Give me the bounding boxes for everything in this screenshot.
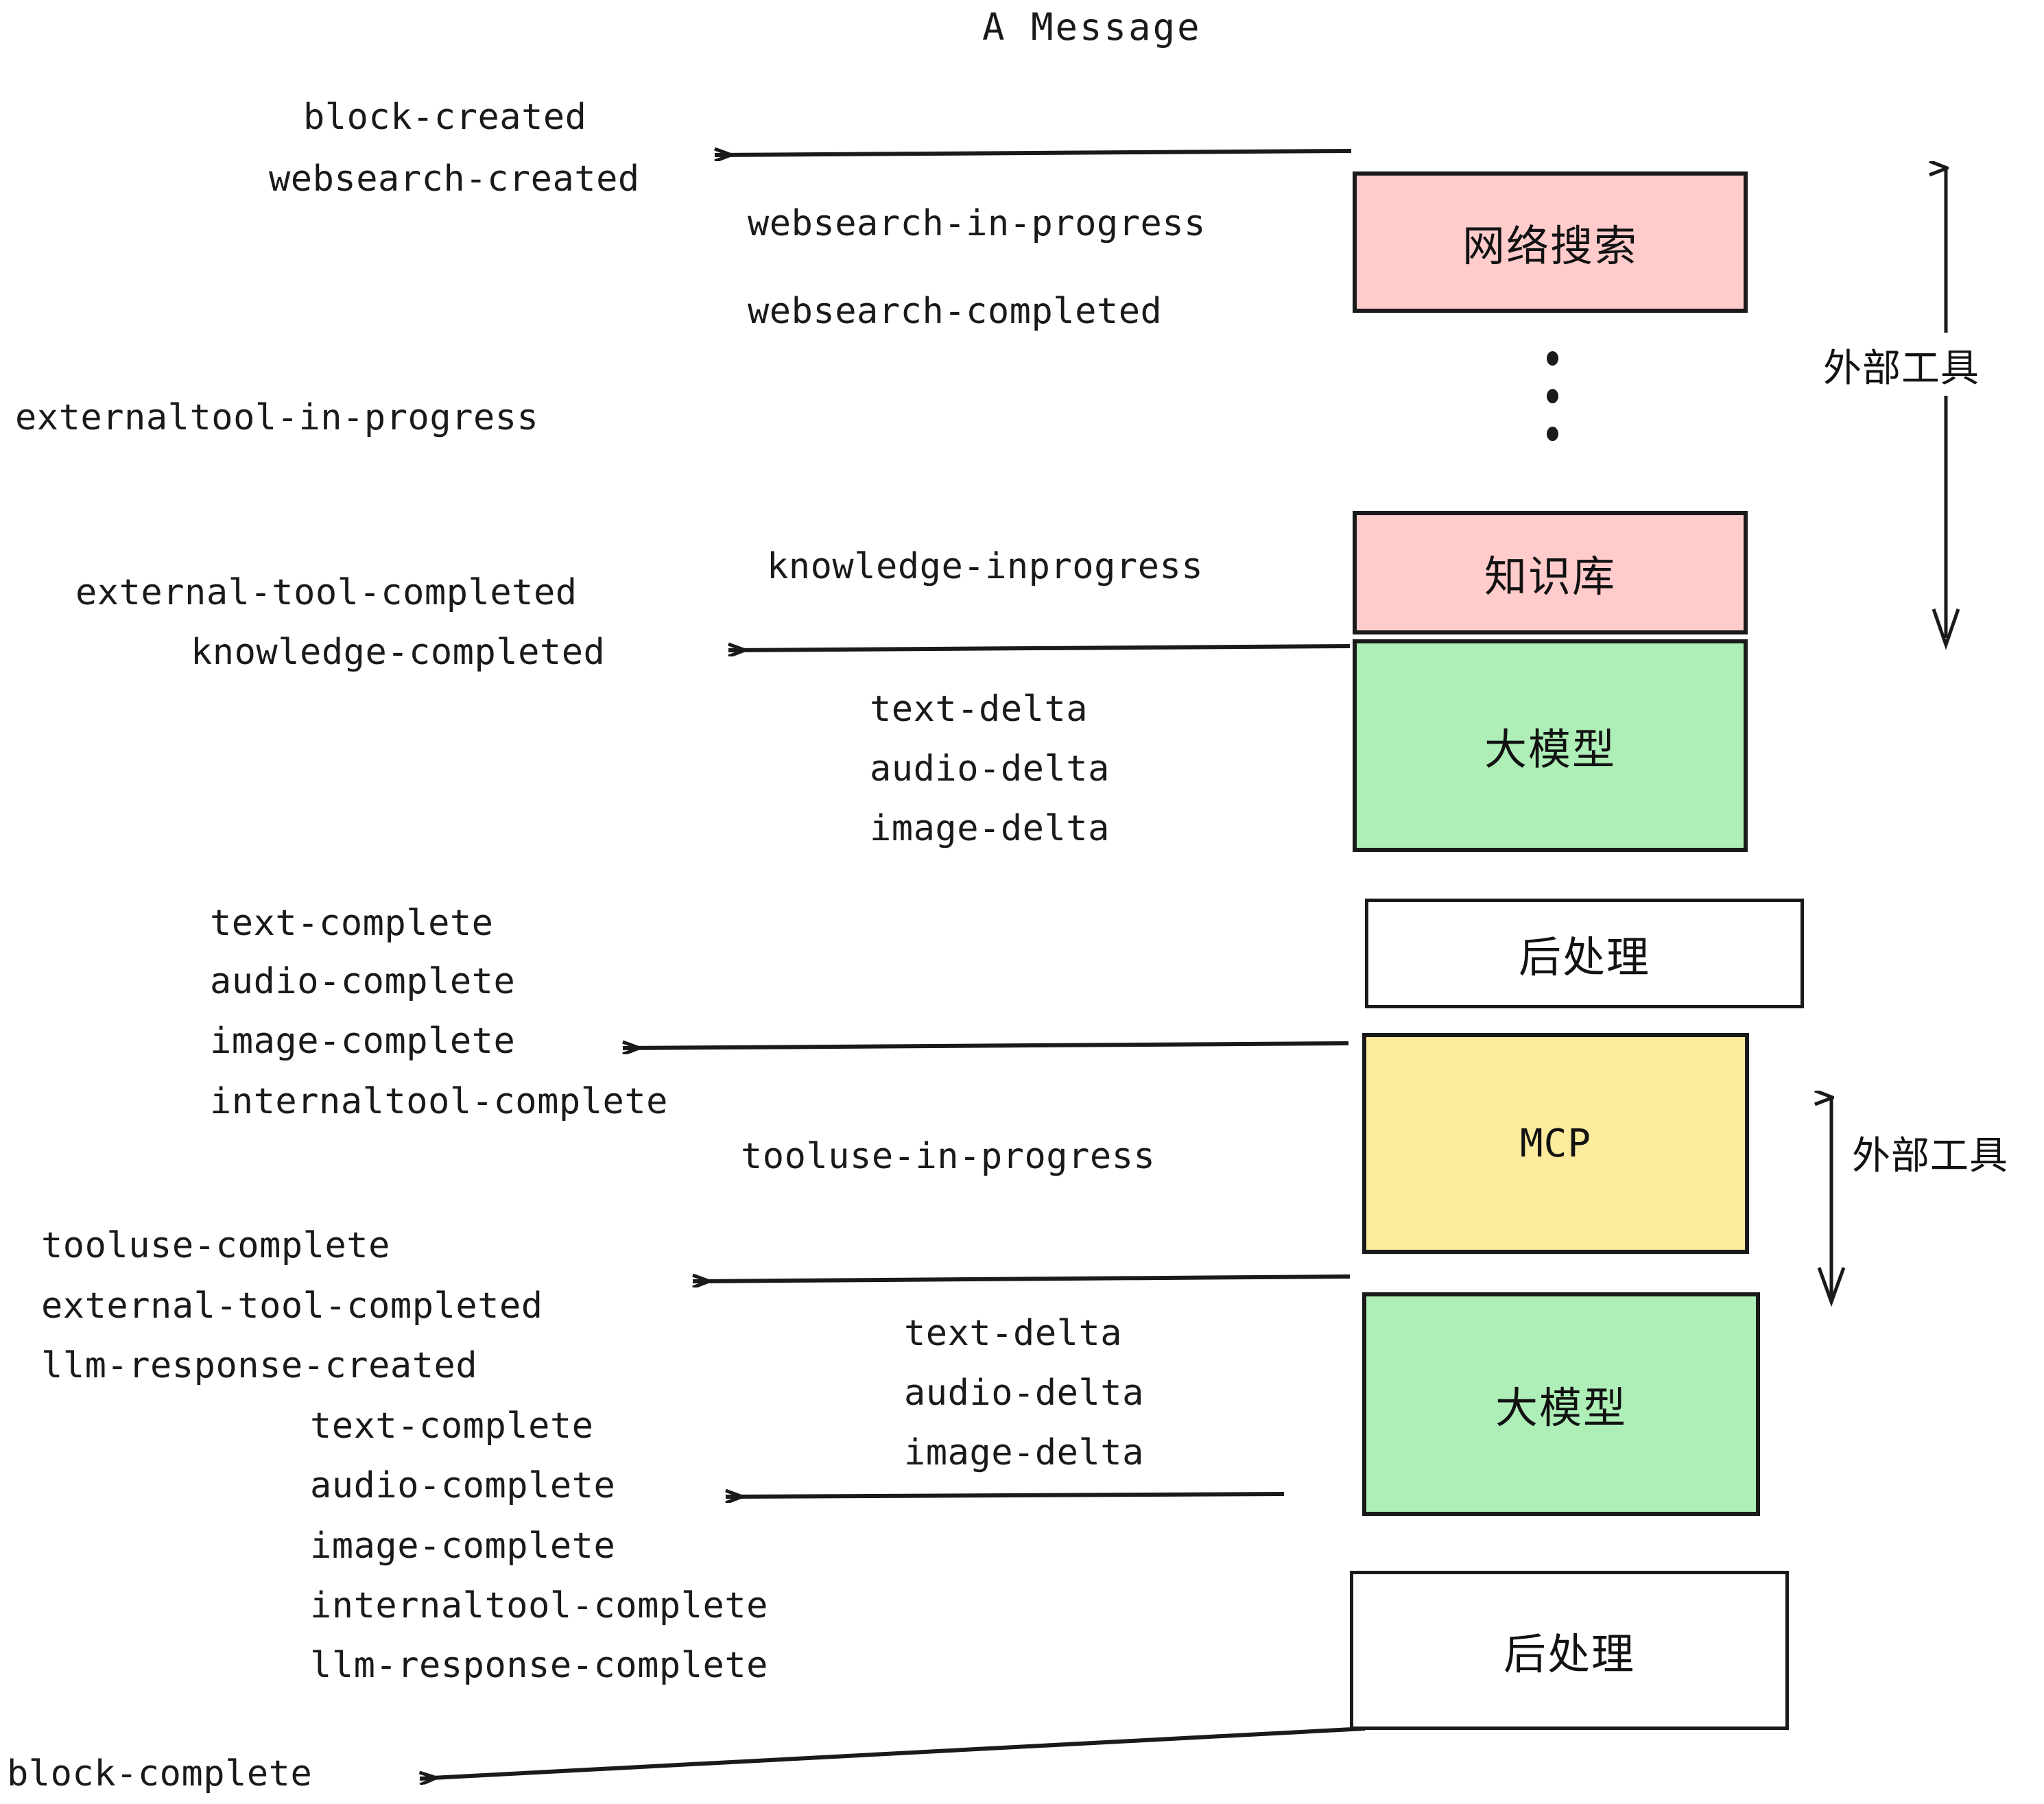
node-knowledgebase-label: 知识库 (1484, 551, 1616, 602)
event-block-created: block-created (303, 97, 587, 138)
node-postprocess-2-label: 后处理 (1503, 1629, 1635, 1679)
group-label-external-tools-top: 外部工具 (1823, 346, 1980, 391)
node-postprocess-2[interactable]: 后处理 (1350, 1571, 1789, 1730)
event-image-complete-1: image-complete (210, 1021, 516, 1062)
node-websearch[interactable]: 网络搜索 (1353, 171, 1748, 313)
event-websearch-created: websearch-created (269, 158, 640, 200)
event-block-complete: block-complete (7, 1753, 313, 1794)
node-knowledgebase[interactable]: 知识库 (1353, 511, 1748, 634)
event-knowledge-completed: knowledge-completed (191, 632, 606, 673)
group-label-external-tools-bottom: 外部工具 (1852, 1134, 2008, 1178)
event-audio-delta-1: audio-delta (870, 748, 1110, 790)
event-image-complete-2: image-complete (310, 1526, 616, 1567)
event-text-complete-2: text-complete (310, 1405, 594, 1447)
event-internaltool-complete-2: internaltool-complete (310, 1585, 768, 1626)
event-websearch-in-progress: websearch-in-progress (748, 203, 1206, 244)
arrowhead-external-tools-top-down (1932, 608, 1960, 650)
arrow-websearch-to-created (715, 151, 1352, 155)
node-llm-2-label: 大模型 (1495, 1383, 1627, 1433)
arrow-knowledge-to-completed (728, 646, 1351, 650)
node-llm-1[interactable]: 大模型 (1353, 639, 1748, 852)
event-audio-delta-2: audio-delta (904, 1373, 1144, 1414)
arrow-mcp-to-tooluse-complete (693, 1277, 1351, 1281)
event-externaltool-in-progress: externaltool-in-progress (15, 397, 539, 438)
event-image-delta-1: image-delta (870, 808, 1110, 849)
event-llm-response-complete: llm-response-complete (310, 1645, 768, 1686)
event-internaltool-complete-1: internaltool-complete (210, 1081, 668, 1122)
node-mcp-label: MCP (1519, 1121, 1592, 1166)
node-websearch-label: 网络搜索 (1462, 221, 1638, 271)
arrowhead-external-tools-bottom-down (1817, 1267, 1846, 1307)
node-llm-2[interactable]: 大模型 (1362, 1292, 1760, 1516)
event-text-delta-1: text-delta (870, 689, 1089, 730)
node-postprocess-1-label: 后处理 (1518, 932, 1650, 982)
arrow-postprocess1-to-image-complete (623, 1043, 1349, 1048)
arrow-llm2-to-audio-complete (726, 1494, 1285, 1497)
event-text-delta-2: text-delta (904, 1313, 1123, 1354)
event-external-tool-completed-1: external-tool-completed (75, 572, 578, 613)
node-llm-1-label: 大模型 (1484, 724, 1616, 774)
event-text-complete-1: text-complete (210, 903, 494, 944)
page-title: A Message (982, 5, 1202, 49)
event-external-tool-completed-2: external-tool-completed (41, 1285, 543, 1327)
event-knowledge-inprogress: knowledge-inprogress (767, 546, 1204, 587)
event-image-delta-2: image-delta (904, 1432, 1144, 1473)
ellipsis-icon (1547, 340, 1558, 453)
event-tooluse-complete: tooluse-complete (41, 1225, 390, 1266)
event-audio-complete-1: audio-complete (210, 961, 516, 1002)
event-audio-complete-2: audio-complete (310, 1465, 616, 1506)
arrow-postprocess2-to-block-complete (420, 1726, 1366, 1779)
event-llm-response-created: llm-response-created (41, 1345, 478, 1386)
node-mcp[interactable]: MCP (1362, 1033, 1749, 1254)
event-tooluse-in-progress: tooluse-in-progress (741, 1136, 1156, 1177)
event-websearch-completed: websearch-completed (748, 291, 1163, 332)
node-postprocess-1[interactable]: 后处理 (1365, 899, 1804, 1008)
